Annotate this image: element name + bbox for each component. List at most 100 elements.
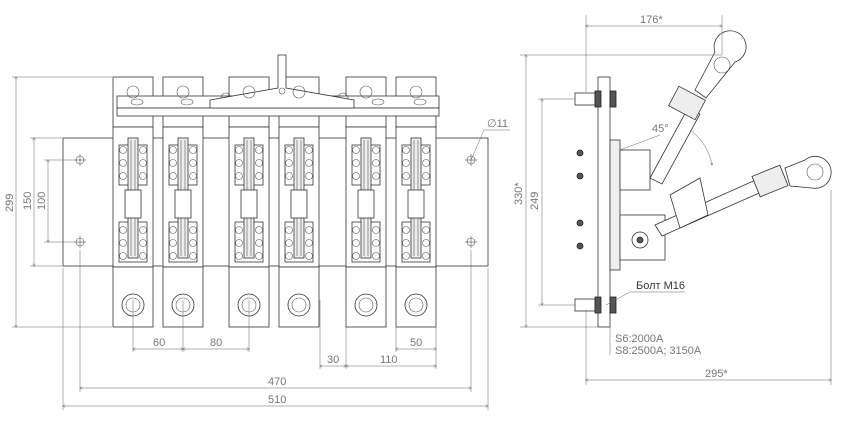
contact-hole — [235, 172, 243, 180]
side-view: 176* 330* 249 295* 45° Болт М16 S6:2000A… — [513, 14, 832, 385]
contact-hole — [372, 172, 380, 180]
dim-176: 176* — [640, 14, 663, 26]
bottom-terminal — [395, 266, 437, 328]
top-terminal-hole — [359, 85, 373, 99]
contact-hole — [305, 159, 313, 167]
contact-hole — [402, 146, 410, 154]
contact-hole — [372, 146, 380, 154]
bolt-label: Болт М16 — [636, 280, 685, 292]
contact-hole — [352, 252, 360, 260]
blade-spring — [357, 189, 375, 219]
bottom-terminals — [112, 266, 437, 328]
contact-hole — [402, 226, 410, 234]
contact-hole — [285, 159, 293, 167]
contact-hole — [352, 159, 360, 167]
dim-249: 249 — [529, 192, 541, 210]
contact-hole — [352, 172, 360, 180]
upper-arm — [649, 30, 747, 185]
top-terminal-hole — [409, 85, 423, 99]
dim-50: 50 — [410, 337, 422, 349]
side-dimensions — [520, 15, 831, 385]
s6-label: S6:2000A — [615, 333, 664, 345]
top-terminal-hole — [292, 85, 306, 99]
contact-hole — [422, 146, 430, 154]
contact-hole — [139, 172, 147, 180]
contact-hole — [119, 239, 127, 247]
blade-spring — [124, 189, 142, 219]
terminal-bolt-inner — [291, 297, 307, 313]
contact-assembly — [228, 126, 270, 268]
contact-assembly — [345, 126, 387, 268]
dim-470: 470 — [268, 376, 286, 388]
contact-hole — [189, 146, 197, 154]
dim-110: 110 — [380, 354, 398, 366]
contact-hole — [119, 226, 127, 234]
terminal-bolt-inner — [358, 297, 374, 313]
bottom-terminal — [345, 266, 387, 328]
contact-hole — [372, 159, 380, 167]
contact-hole — [139, 226, 147, 234]
contact-hole — [235, 159, 243, 167]
contact-hole — [119, 252, 127, 260]
contact-hole — [255, 172, 263, 180]
contact-hole — [189, 226, 197, 234]
contact-hole — [119, 146, 127, 154]
side-plate — [597, 76, 611, 328]
dim-100: 100 — [36, 192, 48, 210]
contact-hole — [305, 172, 313, 180]
contact-hole — [189, 252, 197, 260]
contact-hole — [402, 239, 410, 247]
contact-hole — [255, 146, 263, 154]
dim-80: 80 — [210, 337, 222, 349]
contact-hole — [235, 146, 243, 154]
dim-diameter: ∅11 — [487, 118, 508, 130]
s8-label: S8:2500A; 3150A — [615, 345, 702, 357]
contact-hole — [255, 226, 263, 234]
contact-assembly — [162, 126, 204, 268]
contact-hole — [255, 239, 263, 247]
contact-hole — [352, 226, 360, 234]
contact-hole — [139, 159, 147, 167]
contact-assembly — [278, 126, 320, 268]
contact-hole — [402, 159, 410, 167]
contact-hole — [169, 252, 177, 260]
blade-spring — [407, 189, 425, 219]
contact-hole — [139, 146, 147, 154]
contact-hole — [169, 172, 177, 180]
top-terminal-hole — [176, 85, 190, 99]
contact-hole — [255, 252, 263, 260]
terminal-bolt-outer — [404, 293, 428, 317]
lever — [209, 54, 355, 109]
terminal-bolt-outer — [354, 293, 378, 317]
contact-hole — [169, 159, 177, 167]
side-bolts — [574, 90, 617, 314]
contact-assemblies — [112, 85, 437, 268]
contact-hole — [235, 239, 243, 247]
front-dimensions — [12, 77, 510, 410]
dim-299: 299 — [4, 194, 16, 212]
dim-angle: 45° — [652, 123, 669, 135]
contact-hole — [305, 239, 313, 247]
bottom-terminal — [278, 266, 320, 328]
contact-hole — [285, 172, 293, 180]
dim-150: 150 — [22, 192, 34, 210]
contact-hole — [169, 239, 177, 247]
contact-hole — [422, 239, 430, 247]
contact-hole — [285, 226, 293, 234]
dim-510: 510 — [268, 394, 286, 406]
contact-hole — [422, 172, 430, 180]
dim-295: 295* — [705, 368, 728, 380]
contact-hole — [285, 239, 293, 247]
blade-spring — [290, 189, 308, 219]
lower-arm — [654, 155, 832, 237]
contact-hole — [285, 146, 293, 154]
dim-30: 30 — [327, 354, 339, 366]
contact-hole — [305, 146, 313, 154]
contact-hole — [422, 226, 430, 234]
contact-hole — [285, 252, 293, 260]
contact-hole — [169, 146, 177, 154]
contact-hole — [139, 252, 147, 260]
dim-60: 60 — [153, 337, 165, 349]
contact-hole — [402, 252, 410, 260]
